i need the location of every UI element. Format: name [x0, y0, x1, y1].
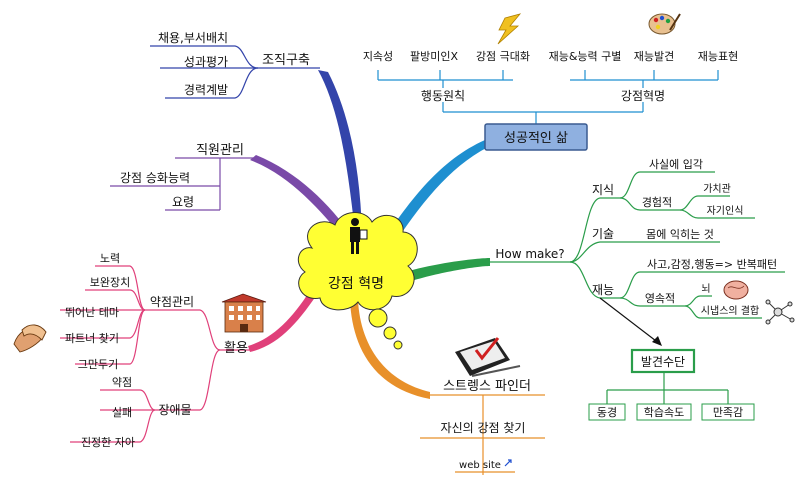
building-icon	[221, 293, 267, 333]
discovery-item-2: 학습속도	[644, 406, 684, 419]
talent-to-discovery-arrow	[599, 297, 661, 345]
org-tree	[150, 45, 320, 99]
obstacle-item-2: 실패	[112, 406, 132, 419]
talent-permanent: 영속적	[645, 292, 675, 305]
skill-label: 기술	[592, 227, 614, 241]
weakness-item-3: 뛰어난 테마	[65, 306, 119, 319]
weakness-item-4: 파트너 찾기	[65, 332, 119, 345]
revolution-item-2: 재능발견	[634, 50, 674, 63]
branch-org	[318, 70, 362, 232]
obstacle-item-3: 진정한 자아	[81, 436, 135, 449]
knowledge-fact: 사실에 입각	[649, 158, 703, 171]
staff-label: 직원관리	[196, 143, 244, 158]
weakness-item-5: 그만두기	[78, 358, 118, 371]
branch-use	[248, 286, 320, 352]
principle-item-1: 지속성	[363, 50, 393, 63]
discovery-item-box-1	[588, 403, 626, 421]
center-label: 강점 혁명	[328, 276, 384, 292]
finder-label: 스트렝스 파인더	[443, 379, 531, 394]
revolution-item-1: 재능&능력 구별	[549, 50, 622, 63]
talent-label: 재능	[592, 283, 614, 297]
finder-tree	[420, 394, 545, 475]
brain-icon	[723, 280, 749, 300]
use-tree-weakness	[60, 265, 250, 365]
arrow-head	[652, 336, 662, 346]
principle-item-2: 팔방미인X	[410, 50, 458, 63]
discovery-item-1: 동경	[597, 406, 617, 419]
skill-body: 몸에 익히는 것	[646, 227, 714, 241]
success-box[interactable]	[484, 123, 588, 151]
knowledge-experiential: 경험적	[642, 196, 672, 209]
obstacle-label: 장애물	[158, 403, 191, 417]
staff-item-2: 요령	[172, 195, 194, 209]
org-item-3: 경력계발	[184, 83, 228, 97]
staff-item-1: 강점 승화능력	[120, 171, 190, 185]
org-item-2: 성과평가	[184, 55, 228, 69]
use-label: 활용	[224, 341, 248, 356]
discovery-tree	[606, 372, 729, 404]
finder-find: 자신의 강점 찾기	[441, 421, 526, 435]
branch-howmake	[405, 258, 490, 282]
knowledge-value: 가치관	[703, 183, 731, 195]
discovery-box[interactable]	[630, 348, 696, 374]
revolution-item-3: 재능표현	[698, 50, 738, 63]
staff-tree	[110, 157, 256, 211]
finder-web[interactable]: web site	[459, 460, 501, 471]
discovery-label: 발견수단	[641, 355, 685, 369]
revolution-label: 강점혁명	[621, 89, 665, 103]
branch-finder	[350, 300, 430, 399]
weakness-label: 약점관리	[150, 294, 194, 309]
branch-success	[380, 140, 488, 250]
knowledge-self: 자기인식	[707, 205, 744, 217]
handshake-icon	[13, 324, 47, 353]
link-icon[interactable]	[504, 459, 512, 467]
talent-brain: 뇌	[701, 283, 710, 295]
org-label: 조직구축	[262, 53, 310, 68]
weakness-item-1: 노력	[100, 252, 120, 265]
principles-label: 행동원칙	[421, 88, 465, 103]
success-label: 성공적인 삶	[504, 131, 568, 146]
clipboard-check-icon	[455, 337, 521, 377]
talent-synapse: 시냅스의 결합	[701, 305, 759, 317]
lightning-icon	[497, 13, 522, 45]
discovery-item-box-2	[636, 403, 692, 421]
use-tree-obstacle	[70, 349, 221, 443]
howmake-tree	[490, 171, 785, 319]
principle-item-3: 강점 극대화	[476, 50, 530, 63]
weakness-item-2: 보완장치	[90, 276, 130, 289]
discovery-item-box-3	[701, 403, 755, 421]
obstacle-item-1: 약점	[112, 375, 132, 389]
palette-icon	[648, 13, 681, 35]
discovery-item-3: 만족감	[713, 406, 743, 419]
synapse-icon	[765, 299, 795, 325]
org-item-1: 채용,부서배치	[158, 31, 228, 45]
knowledge-label: 지식	[592, 183, 614, 197]
center-cloud	[297, 212, 418, 350]
top-tree	[377, 70, 719, 124]
presenter-icon	[350, 218, 368, 254]
howmake-label: How make?	[495, 247, 564, 261]
talent-pattern: 사고,감정,행동=> 반복패턴	[647, 258, 777, 271]
